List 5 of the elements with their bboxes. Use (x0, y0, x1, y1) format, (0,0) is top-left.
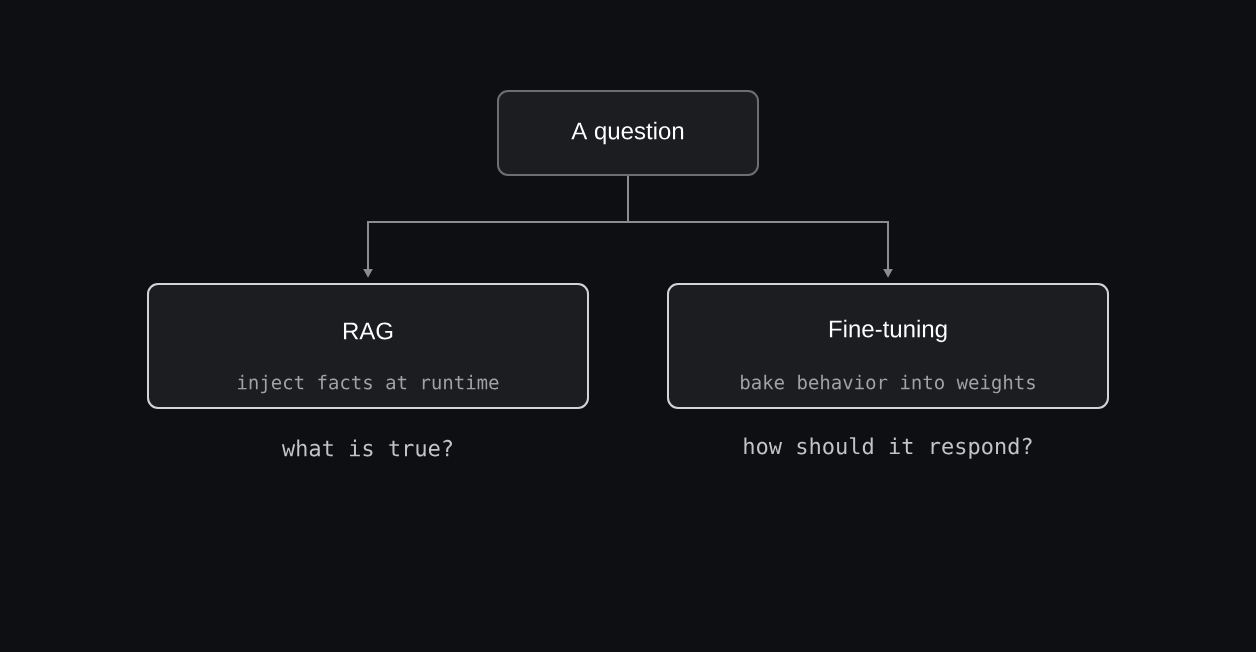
process-box: Fine-tuning bake behavior into weights (667, 283, 1109, 409)
caption-text: how should it respond? (744, 437, 1032, 459)
process-box: RAG inject facts at runtime (147, 283, 589, 409)
caption-text: what is true? (281, 439, 452, 457)
process-box: A question (497, 90, 759, 176)
